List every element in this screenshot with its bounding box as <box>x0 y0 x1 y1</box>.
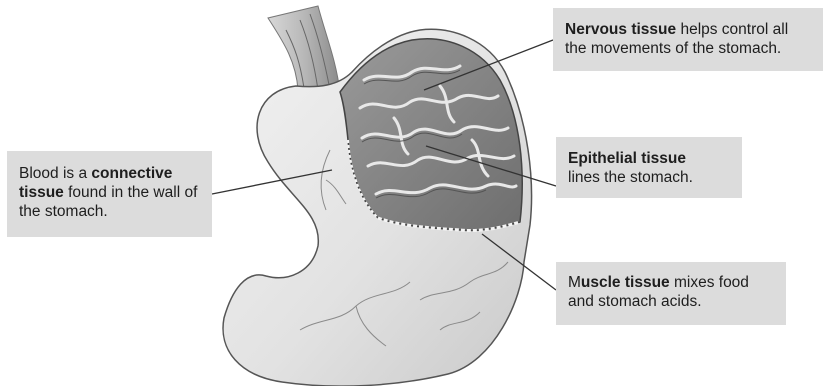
label-nervous-tissue-term: Nervous tissue <box>565 21 676 38</box>
label-epithelial-tissue-term: Epithelial tissue <box>568 150 686 167</box>
label-nervous-tissue: Nervous tissue helps control all the mov… <box>553 8 823 71</box>
label-muscle-tissue-term: uscle tissue <box>581 274 670 291</box>
label-muscle-tissue-lead: M <box>568 274 581 291</box>
label-connective-tissue-lead: Blood is a <box>19 165 91 182</box>
label-epithelial-tissue: Epithelial tissue lines the stomach. <box>556 137 742 198</box>
label-connective-tissue: Blood is a connective tissue found in th… <box>7 151 212 237</box>
esophagus <box>268 6 340 92</box>
label-epithelial-tissue-text: lines the stomach. <box>568 169 693 186</box>
label-muscle-tissue: Muscle tissue mixes food and stomach aci… <box>556 262 786 325</box>
